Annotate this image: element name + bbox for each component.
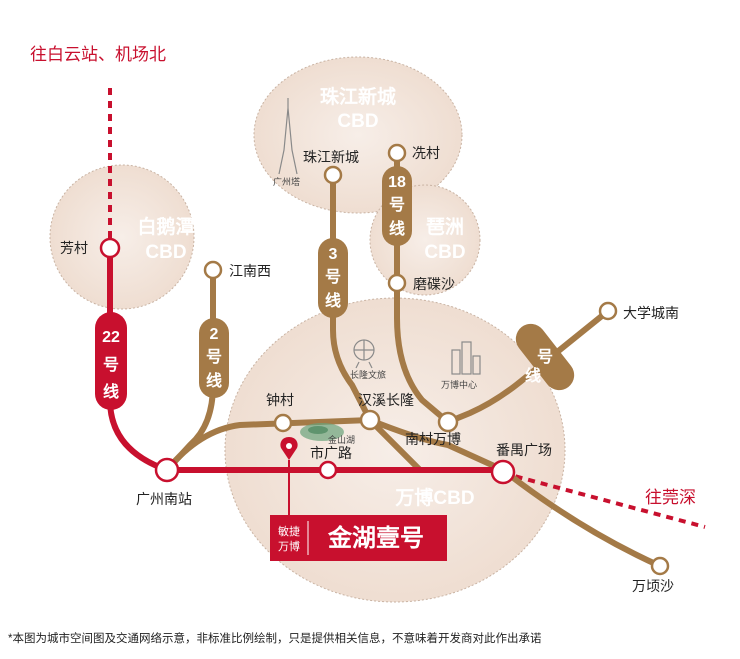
line7-track xyxy=(445,308,611,425)
station-hanxichanglong[interactable] xyxy=(359,409,381,431)
project-tag-line1: 敏捷 xyxy=(278,524,300,538)
line18-xian: 线 xyxy=(389,219,405,238)
line18-track xyxy=(394,152,451,425)
line3-xian: 线 xyxy=(325,291,341,310)
wanbo-cbd-label: 万博CBD xyxy=(394,486,474,509)
pazhou-cbd-sub: CBD xyxy=(424,242,465,263)
project-label[interactable]: 敏捷 万博 金湖壹号 xyxy=(270,515,447,561)
zhujiang-cbd-label: 珠江新城 xyxy=(320,85,396,108)
dest-north: 往白云站、机场北 xyxy=(30,45,166,64)
line2-badge[interactable]: 2 号 线 xyxy=(199,318,229,398)
label-panyuguangchang: 番禺广场 xyxy=(496,442,552,458)
station-daxuechengnan[interactable] xyxy=(598,301,618,321)
baietan-cbd-sub: CBD xyxy=(145,242,186,263)
central-track xyxy=(164,416,663,569)
station-nancunwanbo[interactable] xyxy=(437,411,459,433)
station-jiangnanxi[interactable] xyxy=(203,260,223,280)
line7-xian: 线 xyxy=(525,366,541,385)
line3-num: 3 xyxy=(329,246,338,263)
label-guangzhounanzhan: 广州南站 xyxy=(136,491,192,507)
building-icon xyxy=(451,341,481,375)
line18-hao: 号 xyxy=(389,196,405,214)
label-shiguanglu: 市广路 xyxy=(310,445,352,461)
line22-num: 22 xyxy=(102,329,120,346)
label-changlong: 长隆文旅 xyxy=(350,369,386,380)
zhujiang-cbd-sub: CBD xyxy=(337,111,378,132)
station-zhongcun[interactable] xyxy=(273,413,293,433)
label-zhongcun: 钟村 xyxy=(266,392,294,408)
line7-badge[interactable]: 7 号 线 xyxy=(496,309,592,407)
project-tag-line2: 万博 xyxy=(278,540,300,553)
station-shiguanglu[interactable] xyxy=(318,460,338,480)
station-fangcun[interactable] xyxy=(99,237,121,259)
dest-east: 往莞深 xyxy=(645,488,696,507)
baietan-cbd-zone xyxy=(49,164,195,310)
line7-num: 7 xyxy=(553,330,562,347)
label-modiesha: 磨碟沙 xyxy=(413,276,455,292)
label-hanxichanglong: 汉溪长隆 xyxy=(358,392,414,408)
ferris-wheel-icon xyxy=(353,339,375,369)
line22-xian: 线 xyxy=(103,382,119,401)
station-guangzhounanzhan[interactable] xyxy=(154,457,180,483)
canton-tower-icon xyxy=(278,98,298,175)
line3-badge[interactable]: 3 号 线 xyxy=(318,238,348,318)
line3-track xyxy=(330,172,373,423)
label-jiangnanxi: 江南西 xyxy=(229,263,271,279)
station-wanqingsha[interactable] xyxy=(650,556,670,576)
baietan-cbd-label: 白鹅潭 xyxy=(137,215,194,238)
line2-xian: 线 xyxy=(206,371,222,390)
label-jinshanhu: 金山湖 xyxy=(328,434,355,445)
pazhou-cbd-label: 琶洲 xyxy=(426,216,464,238)
label-zhujiangxincheng: 珠江新城 xyxy=(303,149,359,165)
lake-icon xyxy=(300,423,344,441)
station-panyuguangchang[interactable] xyxy=(490,459,516,485)
watermark-text: 搜狐号@搜狐焦点邯郸站 xyxy=(557,632,711,648)
station-xiancun[interactable] xyxy=(387,143,407,163)
line22-hao: 号 xyxy=(103,356,119,374)
line2-num: 2 xyxy=(210,326,219,343)
east-extension xyxy=(502,471,706,529)
line18-num: 18 xyxy=(388,174,406,191)
line22-badge[interactable]: 22 号 线 xyxy=(95,312,127,410)
label-xiancun: 冼村 xyxy=(412,145,440,161)
label-wanqingsha: 万顷沙 xyxy=(632,578,674,594)
location-pin-icon xyxy=(280,437,298,460)
project-name: 金湖壹号 xyxy=(327,524,424,552)
label-wanbo-center: 万博中心 xyxy=(441,379,477,390)
label-nancunwanbo: 南村万博 xyxy=(405,431,461,447)
line3-hao: 号 xyxy=(325,268,341,286)
label-fangcun: 芳村 xyxy=(60,240,88,256)
station-modiesha[interactable] xyxy=(387,273,407,293)
line7-hao: 号 xyxy=(537,348,553,366)
line18-badge[interactable]: 18 号 线 xyxy=(382,166,412,246)
label-daxuechengnan: 大学城南 xyxy=(623,305,679,321)
label-canton-tower: 广州塔 xyxy=(273,176,300,187)
line2-hao: 号 xyxy=(206,348,222,366)
disclaimer-text: *本图为城市空间图及交通网络示意，非标准比例绘制，只是提供相关信息，不意味着开发… xyxy=(8,631,542,645)
station-zhujiangxincheng[interactable] xyxy=(323,165,343,185)
